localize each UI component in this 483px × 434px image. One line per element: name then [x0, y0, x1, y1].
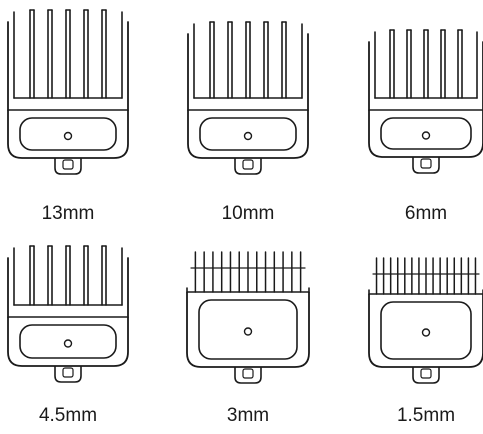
- guard-clip-slot: [62, 159, 74, 170]
- guard-label-13mm: 13mm: [41, 203, 95, 224]
- guard-window: [380, 117, 472, 150]
- guard-clip-slot: [242, 368, 254, 379]
- guard-window: [198, 299, 298, 360]
- comb-guard-4: [186, 251, 310, 384]
- guard-clip: [412, 367, 440, 384]
- guard-label-4-5mm: 4.5mm: [38, 405, 98, 426]
- guard-label-3mm: 3mm: [226, 405, 270, 426]
- guard-window: [19, 117, 117, 151]
- guard-body: [187, 110, 309, 159]
- guard-window: [380, 301, 472, 360]
- comb-guard-0: [7, 9, 129, 175]
- comb-guard-2: [368, 29, 483, 174]
- guard-hole: [63, 339, 73, 348]
- guard-window: [199, 117, 297, 151]
- guard-clip: [412, 157, 440, 174]
- guard-hole: [421, 328, 431, 337]
- guard-body: [368, 110, 483, 158]
- guard-label-6mm: 6mm: [404, 203, 448, 224]
- guard-clip: [234, 367, 262, 384]
- guard-body: [7, 110, 129, 159]
- guard-hole: [243, 327, 253, 336]
- guard-hole: [421, 131, 431, 140]
- guard-clip-slot: [62, 367, 74, 378]
- guard-clip-slot: [420, 158, 432, 169]
- guard-hole: [243, 131, 253, 141]
- comb-guard-1: [187, 21, 309, 175]
- guard-clip: [234, 158, 262, 175]
- comb-guard-5: [368, 257, 483, 384]
- guard-label-10mm: 10mm: [221, 203, 275, 224]
- comb-guard-3: [7, 245, 129, 383]
- guard-clip: [54, 366, 82, 383]
- guard-hole: [63, 131, 73, 141]
- guard-clip: [54, 158, 82, 175]
- guard-body: [186, 292, 310, 368]
- guard-body: [7, 317, 129, 367]
- guard-body: [368, 294, 483, 368]
- guard-clip-slot: [420, 368, 432, 379]
- guard-window: [19, 324, 117, 359]
- guard-clip-slot: [242, 159, 254, 170]
- guard-label-1-5mm: 1.5mm: [396, 405, 456, 426]
